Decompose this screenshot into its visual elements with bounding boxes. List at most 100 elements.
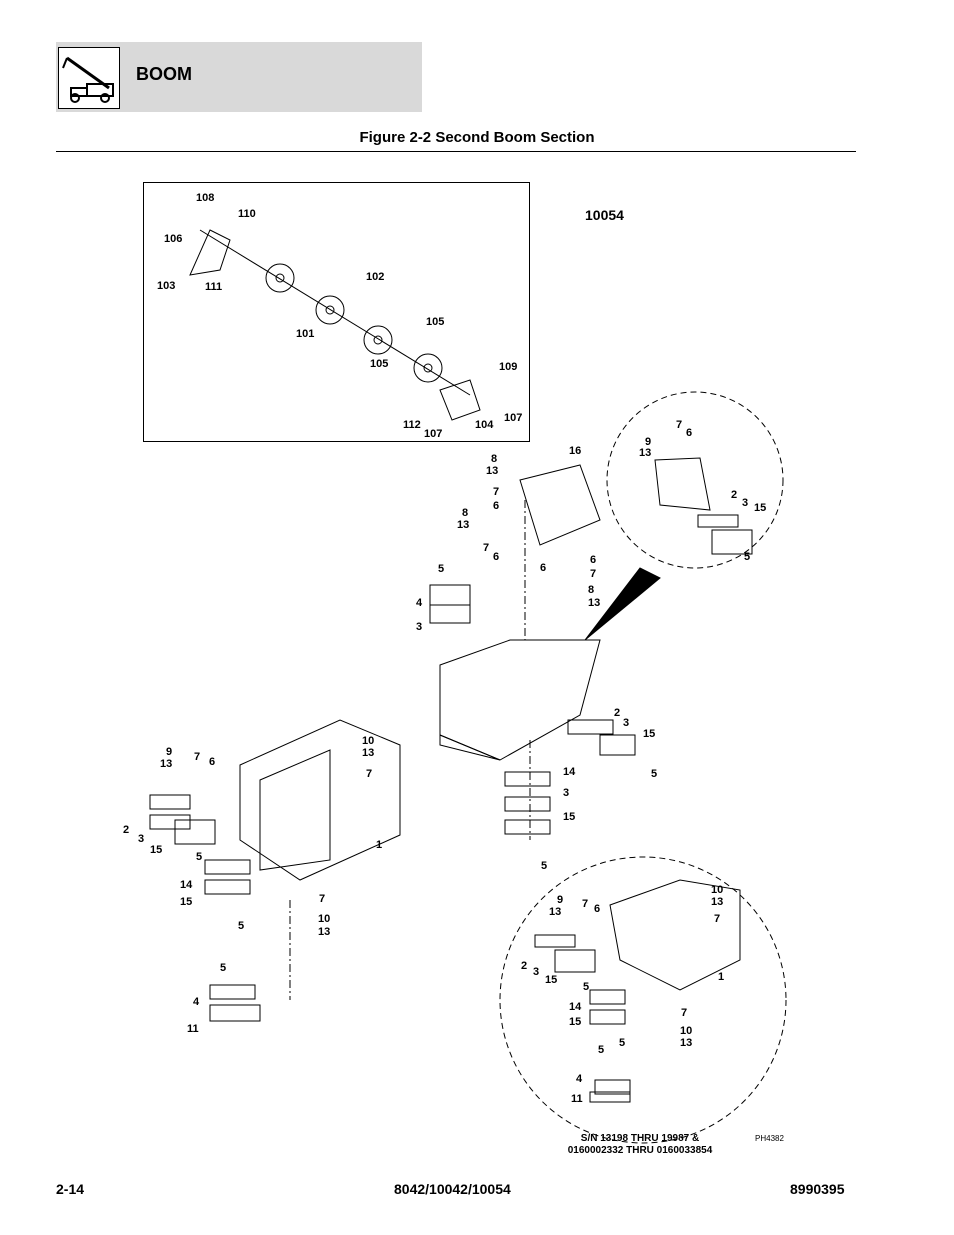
callout: 13 [639,447,651,459]
callout: 107 [424,428,442,440]
callout: 7 [366,768,372,780]
callout: 5 [541,860,547,872]
callout: 6 [540,562,546,574]
image-code: PH4382 [755,1134,784,1143]
callout: 3 [533,966,539,978]
callout: 5 [651,768,657,780]
callout: 7 [714,913,720,925]
callout: 14 [180,879,193,891]
callout: 5 [196,851,202,863]
document-number: 8990395 [790,1181,845,1197]
callout: 112 [403,419,421,431]
callout: 7 [676,419,682,431]
callout: 1 [376,839,382,851]
serial-note: S/N 13198 THRU 19987 & 0160002332 THRU 0… [567,1133,713,1156]
callout: 15 [563,811,575,823]
callout: 2 [731,489,737,501]
callout: 6 [493,500,499,512]
callout: 5 [438,563,444,575]
callout: 13 [160,758,172,770]
callout: 108 [196,192,214,204]
callout: 102 [366,271,384,283]
callout: 6 [493,551,499,563]
callout: 6 [209,756,215,768]
callout: 15 [180,896,192,908]
callout: 3 [742,497,748,509]
callout: 2 [123,824,129,836]
callout: 4 [193,996,200,1008]
callout: 13 [457,519,469,531]
callout: 15 [569,1016,581,1028]
callout: 16 [569,445,581,457]
callout: 14 [569,1001,582,1013]
callout: 7 [319,893,325,905]
callout: 10 [711,884,723,896]
model-numbers: 8042/10042/10054 [394,1181,511,1197]
callout: 14 [563,766,576,778]
callout: 5 [598,1044,604,1056]
callout: 7 [493,486,499,498]
callout: 15 [643,728,655,740]
inset-frame [143,182,530,442]
callout: 9 [557,894,563,906]
callout: 3 [416,621,422,633]
callout: 10 [680,1025,692,1037]
callout: 111 [205,281,222,293]
callout: 1 [718,971,724,983]
callout: 10 [362,735,374,747]
section-title: BOOM [136,64,192,84]
model-label: 10054 [585,207,624,223]
callout: 7 [194,751,200,763]
callout: 101 [296,328,314,340]
callout: 7 [681,1007,687,1019]
boom-logo-icon [58,47,120,109]
callout: 5 [238,920,244,932]
callout: 103 [157,280,175,292]
callout: 10 [318,913,330,925]
callout: 8 [462,507,468,519]
callout: 13 [486,465,498,477]
callout: 15 [150,844,162,856]
callout: 105 [426,316,444,328]
callout: 7 [483,542,489,554]
callout: 104 [475,419,494,431]
callout: 13 [549,906,561,918]
header-divider [56,151,856,152]
callout: 107 [504,412,522,424]
callout: 15 [545,974,557,986]
callout: 13 [588,597,600,609]
callout: 13 [362,747,374,759]
callout: 5 [619,1037,625,1049]
callout: 7 [582,898,588,910]
callout: 13 [680,1037,692,1049]
callout: 2 [521,960,527,972]
callout: 105 [370,358,388,370]
callout: 13 [711,896,723,908]
figure-title: Figure 2-2 Second Boom Section [359,129,595,146]
callout: 8 [491,453,497,465]
callout: 11 [187,1023,199,1035]
callout: 5 [583,981,589,993]
callout: 4 [576,1073,583,1085]
callout: 6 [594,903,600,915]
callout: 6 [590,554,596,566]
callout: 9 [166,746,172,758]
callout: 2 [614,707,620,719]
callout: 5 [744,551,750,563]
callout: 6 [686,427,692,439]
callout: 109 [499,361,517,373]
callout: 9 [645,436,651,448]
callout: 8 [588,584,594,596]
callout: 106 [164,233,182,245]
page-number: 2-14 [56,1181,85,1197]
callout: 15 [754,502,766,514]
callout: 3 [623,717,629,729]
callout: 13 [318,926,330,938]
callout: 4 [416,597,423,609]
callout: 11 [571,1093,583,1105]
callout: 7 [590,568,596,580]
callout: 110 [238,208,256,220]
callout: 5 [220,962,226,974]
callout: 3 [563,787,569,799]
